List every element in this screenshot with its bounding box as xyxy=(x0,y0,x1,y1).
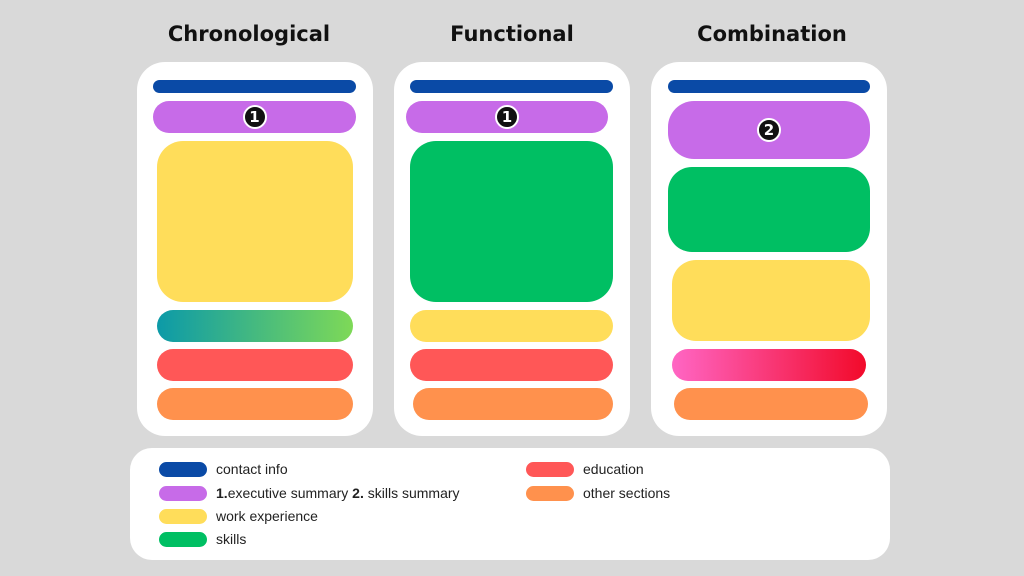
number-badge: 1 xyxy=(242,105,267,129)
other-sections-block xyxy=(413,388,613,420)
contact-info-block xyxy=(668,80,870,93)
legend-swatch xyxy=(159,531,207,547)
legend-label: 1.executive summary 2. skills summary xyxy=(216,485,460,501)
legend-label: other sections xyxy=(583,485,671,501)
work-experience-block xyxy=(410,310,613,342)
legend: contact info 1.executive summary 2. skil… xyxy=(130,448,890,560)
work-experience-block xyxy=(157,141,353,302)
legend-label: education xyxy=(583,461,644,477)
contact-info-block xyxy=(153,80,356,93)
legend-label: skills xyxy=(216,531,247,547)
summary-block: 1 xyxy=(406,101,608,133)
education-block xyxy=(157,349,353,381)
education-block xyxy=(410,349,613,381)
legend-swatch xyxy=(159,485,207,501)
summary-block: 2 xyxy=(668,101,870,159)
legend-item-other-sections: other sections xyxy=(526,483,670,503)
legend-swatch xyxy=(159,508,207,524)
skills-block xyxy=(668,167,870,252)
summary-block: 1 xyxy=(153,101,356,133)
gradient-block xyxy=(157,310,353,342)
legend-label: work experience xyxy=(216,508,318,524)
work-experience-block xyxy=(672,260,870,341)
legend-swatch xyxy=(526,485,574,501)
other-sections-block xyxy=(674,388,868,420)
other-sections-block xyxy=(157,388,353,420)
number-badge: 2 xyxy=(757,118,781,142)
skills-block xyxy=(410,141,613,302)
legend-label: contact info xyxy=(216,461,288,477)
column-title-functional: Functional xyxy=(450,22,574,46)
legend-swatch xyxy=(526,461,574,477)
resume-card-chronological: 1 xyxy=(137,62,373,436)
legend-item-contact-info: contact info xyxy=(159,459,288,479)
legend-item-education: education xyxy=(526,459,644,479)
gradient-block xyxy=(672,349,866,381)
column-title-combination: Combination xyxy=(697,22,847,46)
contact-info-block xyxy=(410,80,613,93)
legend-item-work-experience: work experience xyxy=(159,506,318,526)
legend-item-summary: 1.executive summary 2. skills summary xyxy=(159,483,460,503)
resume-card-functional: 1 xyxy=(394,62,630,436)
number-badge: 1 xyxy=(495,105,519,129)
resume-card-combination: 2 xyxy=(651,62,887,436)
column-title-chronological: Chronological xyxy=(167,22,331,46)
legend-item-skills: skills xyxy=(159,529,246,549)
legend-swatch xyxy=(159,461,207,477)
